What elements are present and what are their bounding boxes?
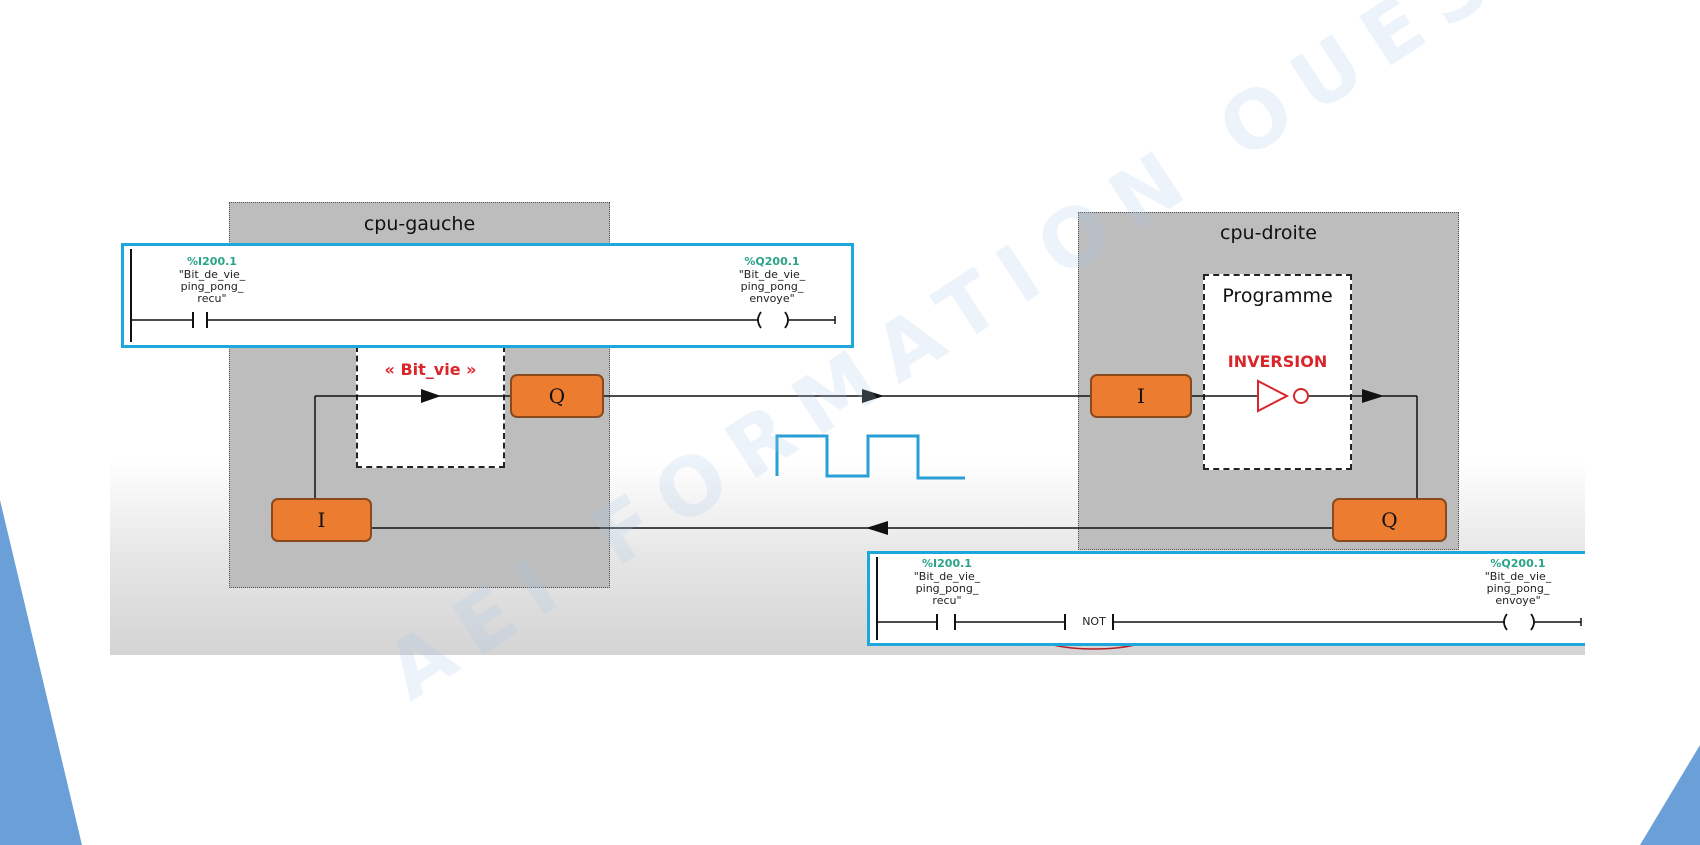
- bottom-coil-name-line3: envoye": [1495, 594, 1541, 607]
- coil-right-icon: [1503, 613, 1535, 631]
- programme-label: Programme: [1222, 285, 1333, 307]
- not-contact-label: NOT: [1082, 615, 1106, 628]
- bit-vie-label: « Bit_vie »: [384, 360, 477, 379]
- left-corner-decoration: [0, 500, 82, 845]
- top-coil-name-line3: envoye": [749, 292, 795, 305]
- bottom-contact-name-line1: "Bit_de_vie_: [913, 570, 981, 583]
- arrow-to-right-cpu-icon: [862, 389, 884, 403]
- bottom-coil-name-line1: "Bit_de_vie_: [1484, 570, 1552, 583]
- top-contact-name-line2: ping_pong_: [180, 280, 244, 293]
- bit-vie-program-box: [356, 346, 505, 468]
- arrow-into-bit-vie-icon: [421, 389, 441, 403]
- bottom-contact-address: %I200.1: [922, 557, 972, 570]
- arrow-back-to-left-cpu-icon: [866, 521, 888, 535]
- cpu-right-output-q: Q: [1332, 498, 1447, 542]
- bottom-contact-name-line2: ping_pong_: [915, 582, 979, 595]
- bottom-coil-name-line2: ping_pong_: [1486, 582, 1550, 595]
- top-contact-name-line1: "Bit_de_vie_: [178, 268, 246, 281]
- inversion-label: INVERSION: [1227, 352, 1328, 371]
- ladder-top-rung: [130, 249, 836, 342]
- cpu-right-input-i: I: [1090, 374, 1192, 418]
- square-wave-icon: [775, 434, 965, 480]
- ladder-bottom-panel: [867, 551, 1585, 646]
- coil-left-icon: [757, 311, 789, 329]
- programme-box: [1203, 274, 1352, 470]
- bottom-coil-address: %Q200.1: [1490, 557, 1546, 570]
- arrow-out-of-inversion-icon: [1362, 389, 1384, 403]
- top-coil-name-line1: "Bit_de_vie_: [738, 268, 806, 281]
- ladder-top-panel: [121, 243, 854, 348]
- top-coil-name-line2: ping_pong_: [740, 280, 804, 293]
- cpu-left-output-q: Q: [510, 374, 604, 418]
- top-contact-name-line3: recu": [197, 292, 227, 305]
- not-gate-icon: [1257, 379, 1290, 413]
- cpu-right-title: cpu-droite: [1220, 222, 1317, 244]
- top-contact-address: %I200.1: [187, 255, 237, 268]
- ladder-bottom-rung: [876, 557, 1582, 640]
- top-coil-address: %Q200.1: [744, 255, 800, 268]
- cpu-left-input-i: I: [271, 498, 372, 542]
- cpu-left-title: cpu-gauche: [363, 213, 476, 235]
- right-corner-decoration: [1640, 745, 1700, 845]
- bottom-contact-name-line3: recu": [932, 594, 962, 607]
